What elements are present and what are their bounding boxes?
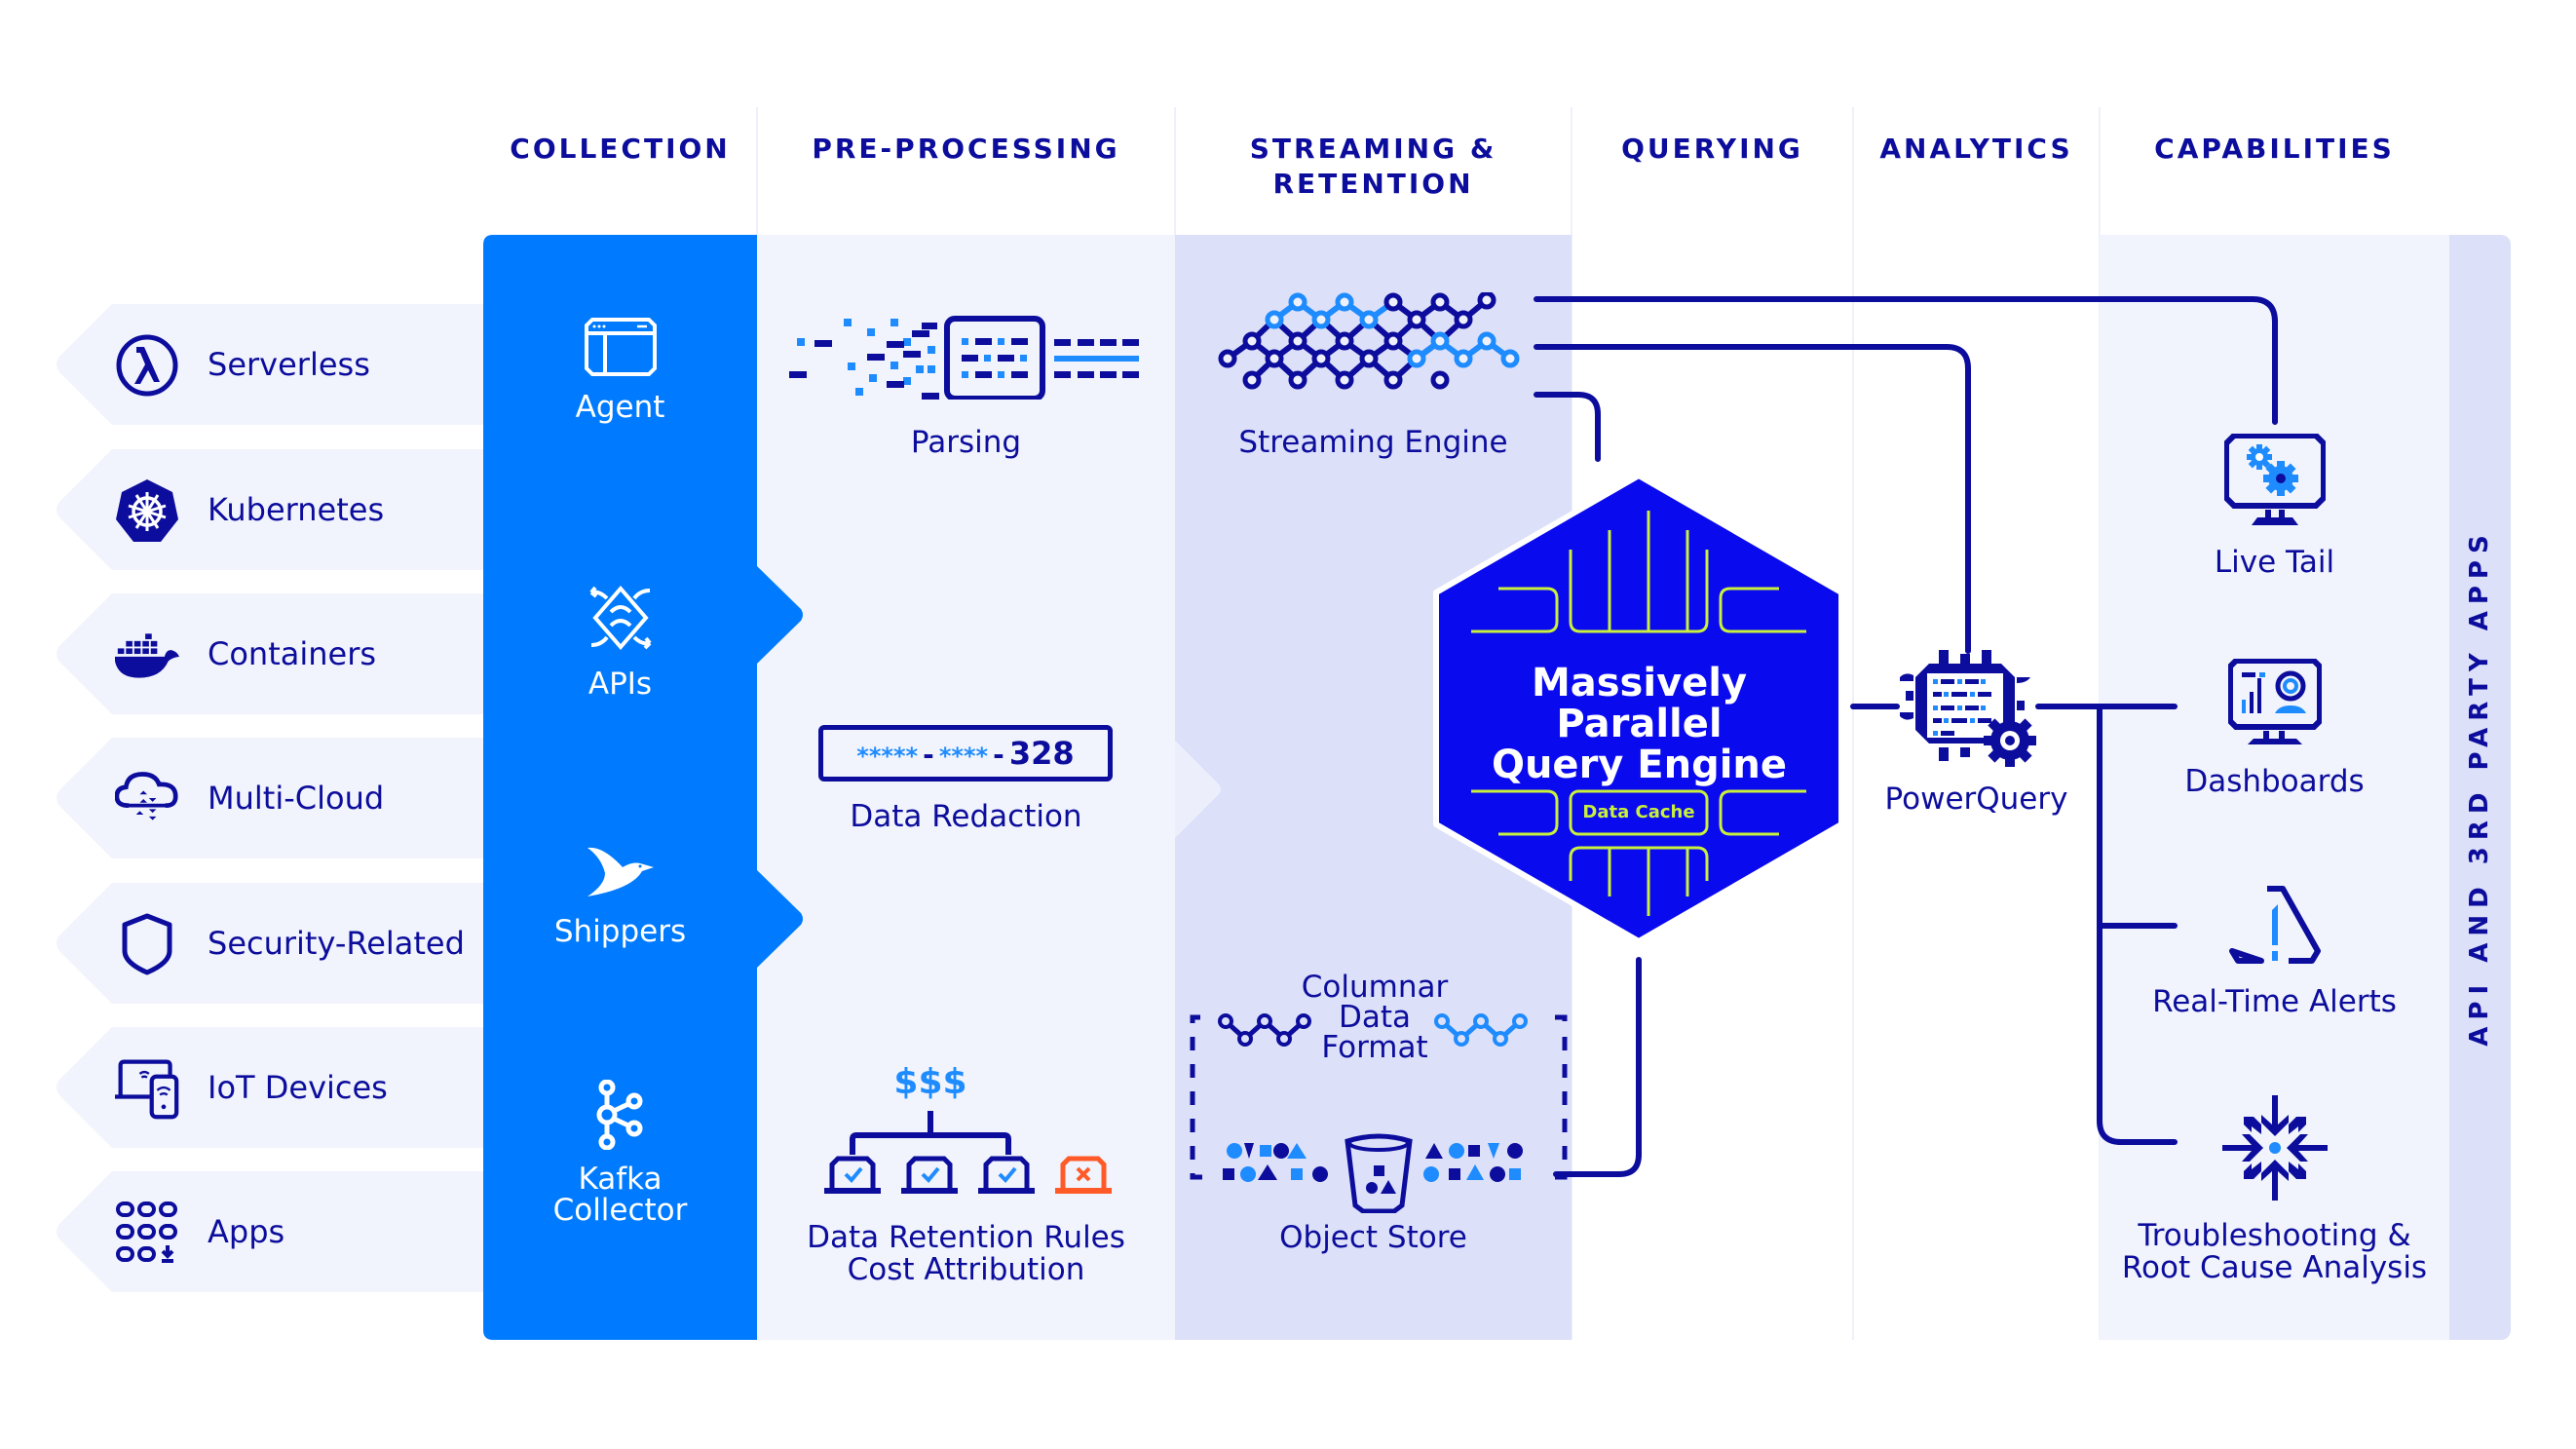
column-header-streaming-line1: STREAMING &	[1249, 133, 1497, 165]
capability-label-line2: Root Cause Analysis	[2121, 1250, 2428, 1285]
collection-item-label: APIs	[587, 667, 653, 702]
source-tab-shape	[57, 449, 483, 570]
source-tab-shape	[57, 593, 483, 714]
source-item-serverless[interactable]: Serverless	[54, 304, 483, 425]
source-tab-shape	[57, 738, 483, 858]
column-header-streaming: STREAMING & RETENTION	[1175, 132, 1572, 202]
data-cache-label: Data Cache	[1582, 802, 1695, 822]
collection-item-label-line1: Kafka	[578, 1162, 663, 1197]
capability-label: Real-Time Alerts	[2152, 984, 2397, 1019]
column-header-preprocessing: PRE-PROCESSING	[812, 133, 1120, 165]
retention-label: Data Retention Rules Cost Attribution	[757, 1222, 1175, 1286]
streaming-engine-label: Streaming Engine	[1238, 425, 1508, 460]
bird-icon	[587, 847, 654, 896]
columnar-format-label: Columnar Data Format	[1272, 972, 1477, 1063]
collection-item-label: Shippers	[553, 914, 687, 949]
capability-real-time-alerts[interactable]: Real-Time Alerts	[2100, 885, 2449, 1018]
source-label: Apps	[208, 1213, 285, 1250]
collection-item-label: Agent	[575, 390, 665, 425]
source-item-security-related[interactable]: Security-Related	[54, 883, 483, 1004]
parsing-label: Parsing	[910, 425, 1022, 460]
alert-triangle-icon	[2228, 886, 2321, 964]
query-engine-hexagon[interactable]	[1432, 472, 1846, 945]
source-item-kubernetes[interactable]: Kubernetes	[54, 449, 483, 570]
columnar-label-line1: Columnar	[1301, 970, 1449, 1005]
collection-item-shippers[interactable]: Shippers	[483, 846, 757, 949]
redaction-masked-2: ****	[938, 743, 989, 770]
collection-item-label-line2: Collector	[552, 1193, 688, 1228]
query-engine-title-line2: Query Engine	[1491, 743, 1788, 787]
redaction-separator: -	[993, 739, 1004, 771]
source-label: Containers	[208, 635, 377, 672]
column-header-querying: QUERYING	[1621, 133, 1803, 165]
redaction-label: Data Redaction	[850, 799, 1082, 834]
column-header-analytics: ANALYTICS	[1879, 133, 2073, 165]
parsing-icon	[789, 316, 1139, 400]
source-item-iot-devices[interactable]: IoT Devices	[54, 1027, 483, 1148]
column-header-capabilities: CAPABILITIES	[2154, 133, 2395, 165]
cloud-icon	[115, 772, 178, 820]
source-label: Security-Related	[208, 925, 465, 962]
source-tab-shape	[57, 883, 483, 1004]
source-tab-shape	[57, 304, 483, 425]
powerquery-chip-icon	[1900, 650, 2036, 767]
browser-window-icon	[584, 318, 657, 376]
capability-dashboards[interactable]: Dashboards	[2100, 659, 2449, 798]
collection-item-apis[interactable]: APIs	[483, 583, 757, 702]
source-item-multi-cloud[interactable]: Multi-Cloud	[54, 738, 483, 858]
source-item-containers[interactable]: Containers	[54, 593, 483, 714]
flow-arrow-faint	[1175, 741, 1221, 838]
capability-label: Live Tail	[2214, 545, 2335, 580]
column-header-collection: COLLECTION	[510, 133, 731, 165]
capability-label: Troubleshooting & Root Cause Analysis	[2100, 1220, 2449, 1284]
powerquery-label: PowerQuery	[1884, 782, 2068, 817]
query-engine-title-line1: Massively Parallel	[1531, 661, 1748, 746]
kubernetes-icon	[116, 479, 178, 542]
api-strip-label: API AND 3RD PARTY APPS	[2465, 528, 2494, 1047]
object-store-icon	[1223, 1133, 1523, 1213]
query-engine-title: Massively Parallel Query Engine	[1442, 663, 1837, 785]
apps-grid-icon	[116, 1201, 177, 1263]
source-label: IoT Devices	[208, 1069, 388, 1106]
source-label: Multi-Cloud	[208, 780, 385, 817]
api-exchange-icon	[588, 585, 652, 651]
object-store-label: Object Store	[1279, 1220, 1467, 1255]
retention-label-line2: Cost Attribution	[847, 1252, 1085, 1287]
redaction-separator: -	[923, 739, 934, 771]
docker-whale-icon	[115, 633, 179, 678]
retention-label-line1: Data Retention Rules	[807, 1220, 1125, 1255]
devices-icon	[115, 1059, 179, 1120]
monitor-gears-icon	[2223, 434, 2326, 525]
redaction-box: ***** - **** - 328	[818, 725, 1113, 782]
source-label: Kubernetes	[208, 491, 385, 528]
preprocessing-panel	[757, 235, 1175, 1340]
retention-tree-icon	[824, 1111, 1112, 1194]
shield-icon	[122, 913, 172, 975]
capability-label: Dashboards	[2184, 764, 2365, 799]
collection-panel	[483, 235, 803, 1340]
redaction-visible-digits: 328	[1008, 735, 1075, 772]
lambda-icon	[116, 334, 178, 397]
column-divider	[1852, 107, 1854, 1340]
source-item-apps[interactable]: Apps	[54, 1171, 483, 1292]
columnar-label-line2: Data	[1338, 1000, 1412, 1035]
column-header-streaming-line2: RETENTION	[1272, 168, 1474, 200]
monitor-dashboard-icon	[2227, 659, 2322, 744]
streaming-engine-icon	[1218, 292, 1520, 390]
kafka-icon	[596, 1080, 642, 1150]
converge-arrows-icon	[2221, 1095, 2328, 1201]
cost-symbol: $$$	[893, 1062, 967, 1102]
collection-item-kafka-collector[interactable]: Kafka Collector	[483, 1080, 757, 1226]
capability-live-tail[interactable]: Live Tail	[2100, 434, 2449, 579]
source-label: Serverless	[208, 346, 370, 383]
columnar-label-line3: Format	[1321, 1030, 1428, 1065]
api-strip	[2449, 235, 2511, 1340]
columnar-format-frame	[1190, 1013, 1568, 1180]
capability-troubleshooting[interactable]: Troubleshooting & Root Cause Analysis	[2100, 1095, 2449, 1284]
collection-item-agent[interactable]: Agent	[483, 318, 757, 425]
capability-label-line1: Troubleshooting &	[2138, 1218, 2411, 1253]
redaction-masked-1: *****	[856, 743, 919, 770]
